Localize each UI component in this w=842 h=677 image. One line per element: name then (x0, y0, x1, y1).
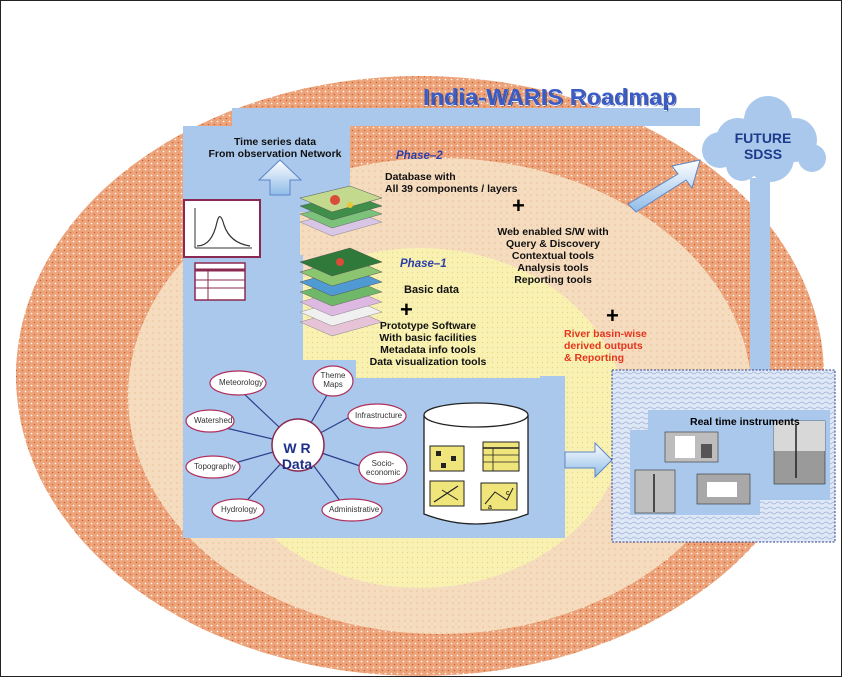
plus-sign: + (400, 297, 413, 322)
proto-line2: With basic facilities (379, 332, 477, 345)
proto-line3: Metadata info tools (380, 344, 476, 357)
node-label-infrastructure: Infrastructure (355, 411, 403, 420)
future-arrow (627, 159, 701, 213)
river-line2: derived outputs (564, 340, 643, 353)
node-label-topography: Topography (194, 462, 236, 471)
node-label-meteorology: Meteorology (219, 378, 264, 387)
node-label-theme-maps: Theme Maps (320, 371, 346, 389)
web-line3: Contextual tools (511, 250, 595, 263)
time-series-arrow (257, 159, 303, 196)
river-line1: River basin-wise (564, 328, 647, 340)
node-watershed (185, 409, 235, 433)
node-label-socio-economic: Socio- economic (366, 459, 400, 477)
svg-text:c: c (506, 490, 510, 497)
time-series-label: Time series data From observation Networ… (205, 136, 345, 160)
plus-sign: + (512, 193, 525, 218)
web-software-label: Web enabled S/W with Query & Discovery C… (478, 226, 628, 286)
node-label-watershed: Watershed (194, 416, 233, 425)
wr-line2: Data (281, 456, 313, 473)
realtime-arrow (564, 441, 613, 479)
node-label-administrative: Administrative (329, 505, 380, 514)
layer-stack-phase2 (299, 185, 383, 237)
phase1-label: Phase–1 (400, 258, 447, 270)
realtime-label: Real time instruments (690, 416, 800, 428)
node-meteorology (209, 370, 267, 396)
layer-stack-phase1 (299, 247, 383, 337)
web-line2: Query & Discovery (506, 238, 600, 251)
future-line1: FUTURE (734, 130, 792, 146)
right-band (750, 178, 770, 370)
web-line5: Reporting tools (514, 274, 592, 287)
proto-line1: Prototype Software (379, 320, 477, 332)
node-hydrology (211, 498, 265, 522)
web-line1: Web enabled S/W with (497, 226, 609, 238)
time-series-line1: Time series data (233, 136, 317, 148)
node-label-hydrology: Hydrology (221, 505, 258, 514)
node-administrative (321, 498, 383, 522)
prototype-software-label: Prototype Software With basic facilities… (368, 320, 488, 368)
svg-text:a: a (488, 504, 492, 511)
future-line2: SDSS (743, 146, 783, 163)
socio-line2: economic (366, 468, 401, 477)
socio-line1: Socio- (371, 459, 395, 468)
instrument-photos (634, 420, 826, 514)
phase2-label: Phase–2 (396, 150, 443, 162)
diagram-title: India-WARIS Roadmap (423, 84, 677, 110)
node-infrastructure (347, 403, 407, 429)
theme-line2: Maps (323, 380, 343, 389)
node-topography (185, 455, 241, 479)
database-line2: All 39 components / layers (385, 183, 518, 196)
database-line1: Database with (385, 171, 456, 183)
database-label: Database with All 39 components / layers (385, 171, 517, 195)
future-sdss-label: FUTURE SDSS (717, 130, 809, 162)
theme-line1: Theme (320, 371, 346, 380)
database-cylinder: a c (423, 402, 529, 525)
wr-data-node (271, 418, 325, 472)
node-socio-economic (358, 451, 408, 485)
river-basin-label: River basin-wise derived outputs & Repor… (564, 328, 647, 364)
proto-line4: Data visualization tools (369, 356, 487, 369)
node-theme-maps (312, 365, 354, 397)
web-line4: Analysis tools (517, 262, 589, 275)
wr-data-label: W R Data (272, 440, 322, 472)
plus-sign: + (606, 303, 619, 328)
future-cloud (702, 96, 826, 182)
river-line3: & Reporting (564, 352, 625, 365)
basic-data-label: Basic data (404, 284, 460, 296)
time-series-line2: From observation Network (208, 148, 342, 161)
top-band (232, 108, 700, 126)
wr-line1: W R (283, 440, 311, 456)
